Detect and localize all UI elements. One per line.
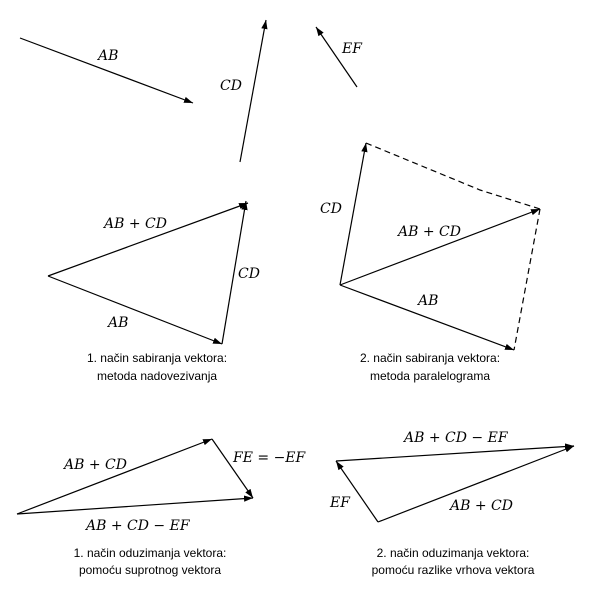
p4-label-sum: AB + CD	[448, 498, 513, 514]
p4-vector-sum	[377, 445, 575, 523]
p1-label-cd: CD	[238, 266, 260, 282]
vector-cd	[239, 19, 268, 163]
p3-label-sum: AB + CD	[62, 457, 127, 473]
label-vector-cd: CD	[220, 78, 242, 94]
p3-vector-result	[16, 495, 254, 515]
panel-subtraction-tip-difference: AB + CD − EF EF AB + CD 2. način oduzima…	[329, 430, 575, 577]
p4-vector-result	[335, 443, 575, 462]
p1-vector-cd	[221, 200, 248, 345]
panel-subtraction-opposite: AB + CD FE = −EF AB + CD − EF 1. način o…	[16, 438, 307, 577]
p3-label-fe: FE = −EF	[232, 450, 307, 466]
p3-caption-line1: 1. način oduzimanja vektora:	[74, 546, 227, 560]
p2-vector-ab	[339, 284, 515, 351]
base-vectors: AB CD EF	[19, 19, 363, 163]
vector-ef	[315, 26, 358, 88]
p1-label-ab: AB	[106, 315, 128, 331]
vector-ab	[19, 37, 194, 104]
label-vector-ef: EF	[341, 41, 363, 57]
p3-label-result: AB + CD − EF	[84, 518, 191, 534]
p2-vector-sum	[339, 208, 541, 286]
p3-caption-line2: pomoću suprotnog vektora	[79, 563, 221, 577]
p1-label-sum: AB + CD	[102, 216, 167, 232]
p4-label-result: AB + CD − EF	[402, 430, 509, 446]
panel-addition-chaining: AB + CD CD AB 1. način sabiranja vektora…	[47, 200, 260, 383]
p2-dashed-right-edge	[513, 208, 541, 351]
p4-vector-ef	[335, 460, 379, 523]
p3-vector-sum	[16, 438, 213, 515]
panel-addition-parallelogram: CD AB + CD AB 2. način sabiranja vektora…	[320, 142, 541, 383]
p1-caption-line1: 1. način sabiranja vektora:	[87, 351, 227, 365]
p2-caption-line1: 2. način sabiranja vektora:	[360, 351, 500, 365]
p2-label-sum: AB + CD	[396, 224, 461, 240]
p4-label-ef: EF	[329, 495, 351, 511]
p4-caption-line2: pomoću razlike vrhova vektora	[372, 563, 535, 577]
p2-vector-cd	[339, 142, 368, 286]
p2-label-cd: CD	[320, 201, 342, 217]
label-vector-ab: AB	[96, 48, 118, 64]
p2-dashed-top-edge	[365, 142, 541, 210]
p3-vector-fe	[211, 438, 254, 499]
p2-caption-line2: metoda paralelograma	[370, 369, 490, 383]
p1-vector-sum	[47, 202, 249, 277]
p2-label-ab: AB	[416, 293, 438, 309]
p1-caption-line2: metoda nadovezivanja	[97, 369, 217, 383]
p4-caption-line1: 2. način oduzimanja vektora:	[377, 546, 530, 560]
p1-vector-ab	[47, 275, 223, 345]
